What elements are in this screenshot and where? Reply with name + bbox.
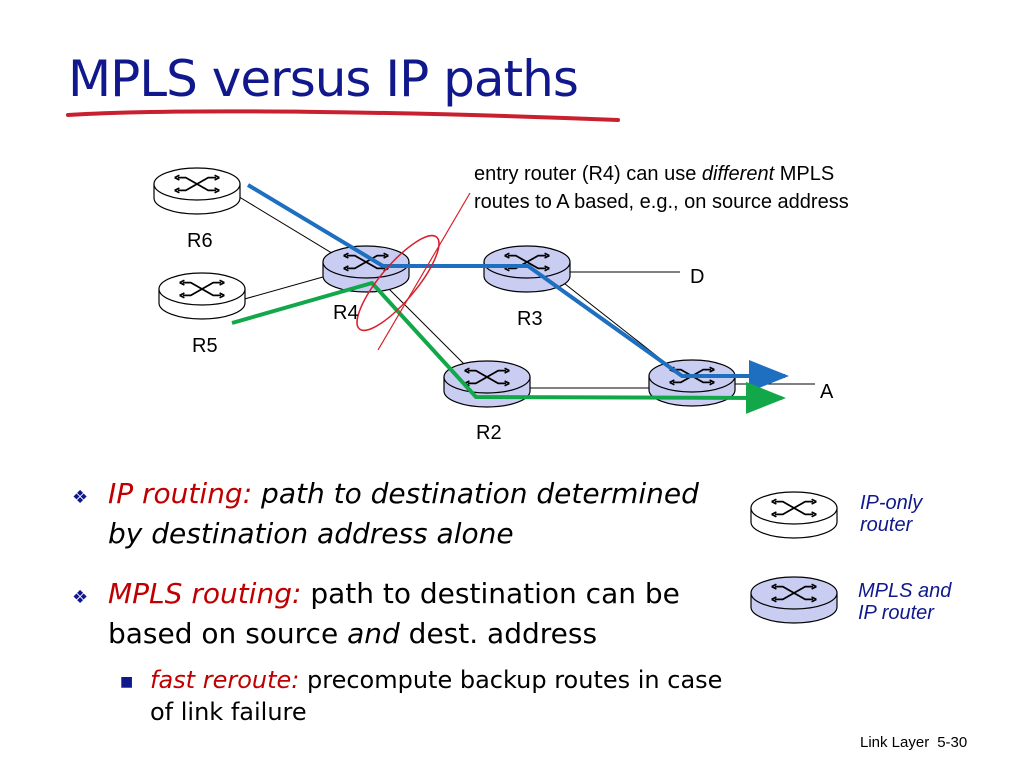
- annotation-line-1: entry router (R4) can use different MPLS: [474, 163, 835, 185]
- router-R3: [483, 245, 571, 293]
- label-R3: R3: [517, 308, 543, 330]
- router-R4: [322, 245, 410, 293]
- router-R6: [153, 167, 241, 215]
- callout-line: [377, 192, 471, 351]
- legend-ip-router-icon: [750, 491, 838, 539]
- ip-path-line: [231, 281, 786, 414]
- fast-reroute-label: fast reroute:: [150, 666, 300, 694]
- label-R4: R4: [333, 302, 359, 324]
- label-R6: R6: [187, 230, 213, 252]
- ip-routing-label: IP routing:: [108, 477, 253, 510]
- label-R5: R5: [192, 335, 218, 357]
- square-bullet-icon: ■: [120, 674, 134, 690]
- legend-mpls-label: MPLS and IP router: [858, 580, 952, 624]
- entry-router-annotation: entry router (R4) can use different MPLS…: [474, 160, 849, 216]
- legend-mpls-router-icon: [750, 576, 838, 624]
- bullet-mpls-routing: ❖ MPLS routing: path to destination can …: [72, 577, 680, 650]
- annotation-line-2: routes to A based, e.g., on source addre…: [474, 191, 849, 213]
- mpls-path-line: [246, 183, 789, 392]
- bullet-ip-routing: ❖ IP routing: path to destination determ…: [72, 474, 742, 554]
- legend-ip-only-label: IP-only router: [860, 492, 923, 536]
- title-underline: [66, 109, 620, 122]
- slide-footer: Link Layer 5-30: [860, 734, 975, 751]
- diamond-bullet-icon: ❖: [72, 587, 89, 608]
- label-R2: R2: [476, 422, 502, 444]
- diamond-bullet-icon: ❖: [72, 487, 89, 508]
- slide-title: MPLS versus IP paths: [68, 50, 579, 108]
- mpls-routing-label: MPLS routing:: [108, 577, 302, 610]
- label-D: D: [690, 266, 704, 288]
- bullet-fast-reroute: ■ fast reroute: precompute backup routes…: [120, 664, 742, 728]
- footer-section: Link Layer: [860, 734, 930, 751]
- ip-routing-text: path to destination determined by destin…: [108, 477, 699, 550]
- footer-page-number: 5-30: [937, 734, 968, 751]
- fast-reroute-text: precompute backup routes in case of link…: [150, 666, 723, 726]
- highlight-ellipse: [356, 234, 440, 332]
- router-R2: [443, 360, 531, 408]
- label-A: A: [820, 381, 834, 403]
- router-R5: [158, 272, 246, 320]
